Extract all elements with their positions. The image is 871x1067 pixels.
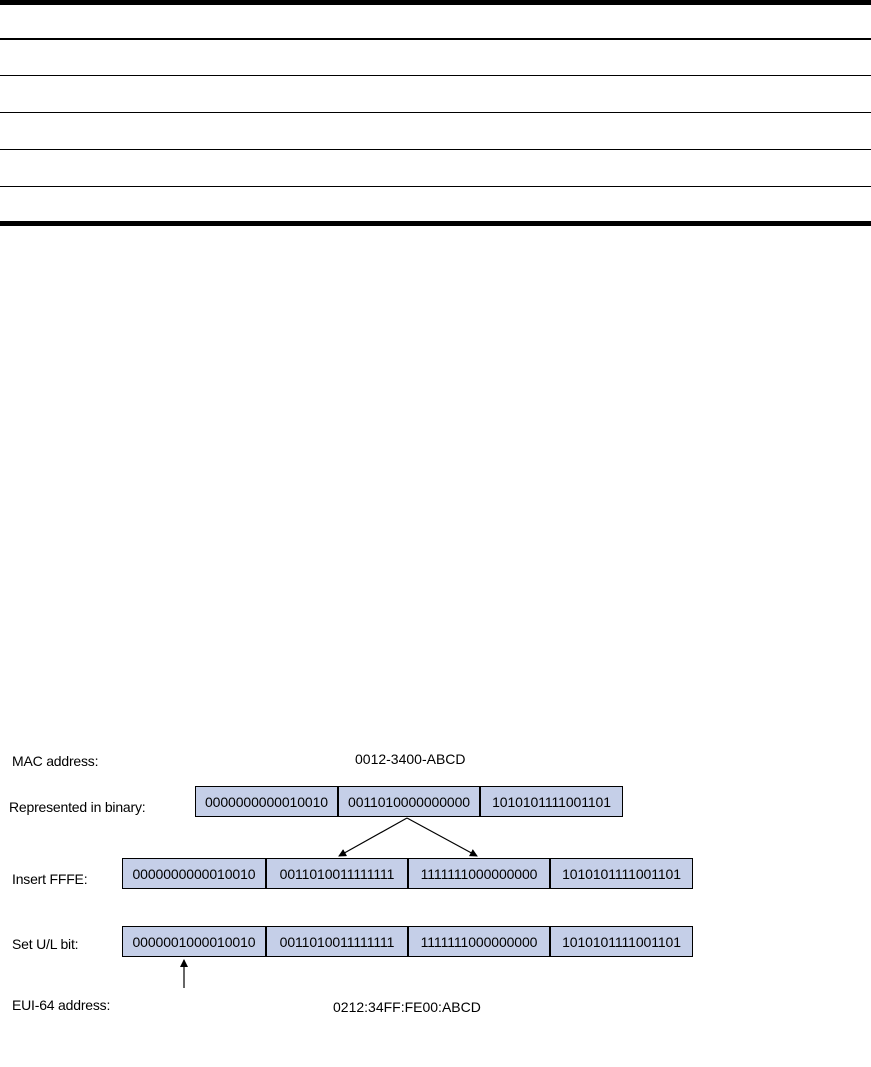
ul-cell: 1111111000000000 <box>409 927 551 956</box>
insert-arrow-right <box>406 817 478 857</box>
ul-cell: 0000001000010010 <box>123 927 267 956</box>
insert-cell: 1111111000000000 <box>409 859 551 888</box>
mac-address-value: 0012-3400-ABCD <box>355 751 466 767</box>
insert-cell: 0000000000010010 <box>123 859 267 888</box>
ul-cell: 0011010011111111 <box>267 927 409 956</box>
table-top-rule <box>0 0 871 5</box>
binary-label: Represented in binary: <box>9 799 146 815</box>
table-bottom-rule <box>0 221 871 226</box>
table-row-divider <box>0 112 871 113</box>
table-row-divider <box>0 38 871 40</box>
table-row-divider <box>0 75 871 76</box>
mac-address-label: MAC address: <box>12 753 99 769</box>
insert-arrow-left <box>338 817 408 857</box>
binary-cell: 0011010000000000 <box>339 787 481 816</box>
binary-row: 0000000000010010 0011010000000000 101010… <box>195 786 623 817</box>
table-row-divider <box>0 186 871 187</box>
eui64-address-label: EUI-64 address: <box>12 997 111 1013</box>
insert-cell: 0011010011111111 <box>267 859 409 888</box>
binary-cell: 0000000000010010 <box>196 787 339 816</box>
insert-fffe-row: 0000000000010010 0011010011111111 111111… <box>122 858 693 889</box>
insert-cell: 1010101111001101 <box>551 859 692 888</box>
binary-cell: 1010101111001101 <box>481 787 622 816</box>
set-ul-bit-row: 0000001000010010 0011010011111111 111111… <box>122 926 693 957</box>
table-row-divider <box>0 149 871 150</box>
ul-cell: 1010101111001101 <box>551 927 692 956</box>
insert-fffe-label: Insert FFFE: <box>12 871 88 887</box>
eui64-address-value: 0212:34FF:FE00:ABCD <box>333 999 481 1015</box>
set-ul-bit-label: Set U/L bit: <box>12 936 79 952</box>
